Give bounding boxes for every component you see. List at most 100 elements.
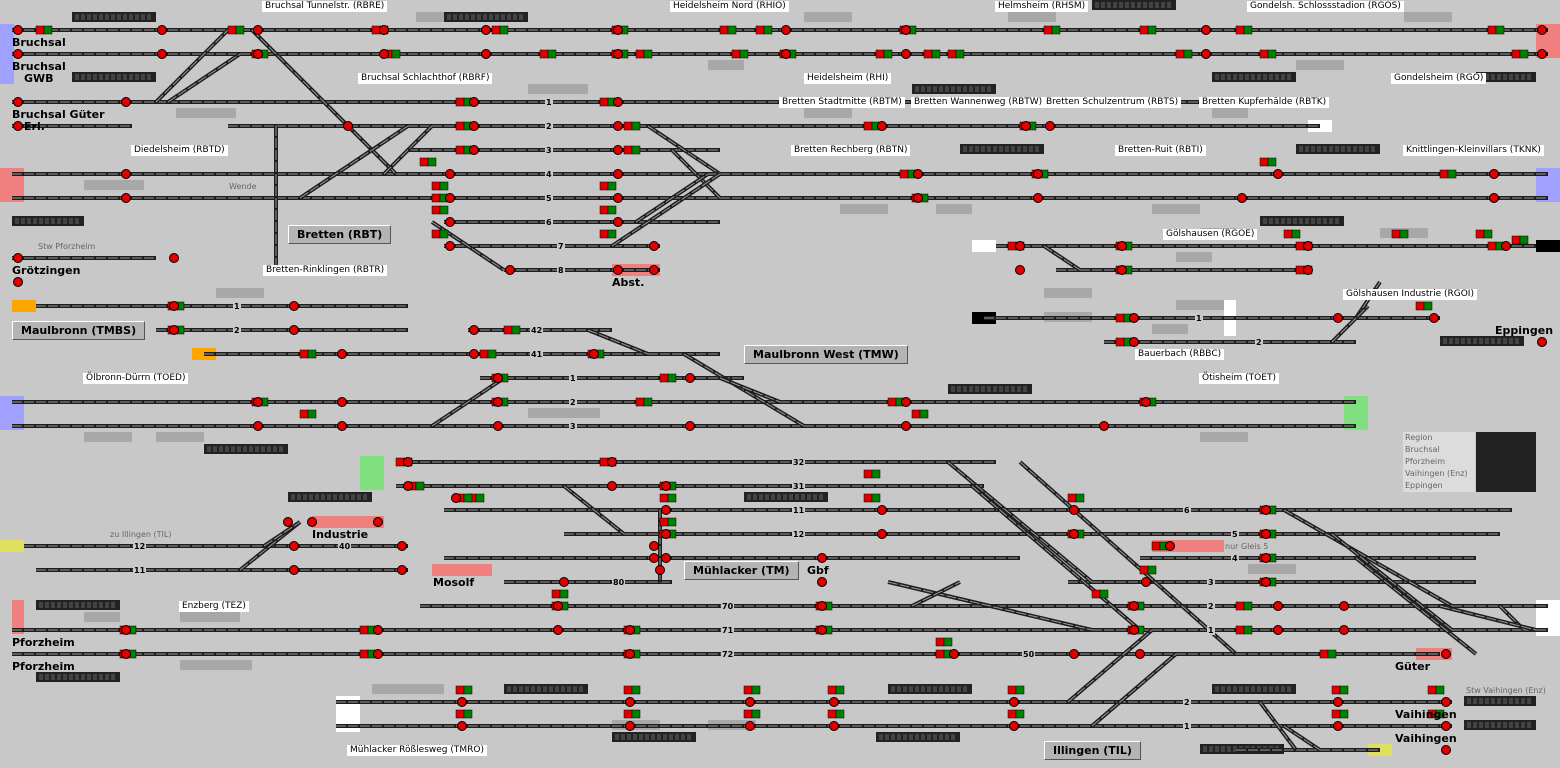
- signal-aspect-green[interactable]: [631, 145, 641, 155]
- main-signal[interactable]: [1441, 721, 1451, 731]
- main-signal[interactable]: [661, 529, 671, 539]
- main-signal[interactable]: [1261, 577, 1271, 587]
- main-signal[interactable]: [1333, 313, 1343, 323]
- signal-aspect-red[interactable]: [635, 49, 645, 59]
- signal-aspect-green[interactable]: [643, 49, 653, 59]
- main-signal[interactable]: [1273, 625, 1283, 635]
- signal-aspect-green[interactable]: [463, 685, 473, 695]
- main-signal[interactable]: [403, 457, 413, 467]
- signal-aspect-red[interactable]: [1235, 25, 1245, 35]
- main-signal[interactable]: [559, 577, 569, 587]
- signal-aspect-red[interactable]: [863, 469, 873, 479]
- main-signal[interactable]: [745, 697, 755, 707]
- main-signal[interactable]: [1033, 193, 1043, 203]
- main-signal[interactable]: [661, 481, 671, 491]
- signal-aspect-red[interactable]: [299, 409, 309, 419]
- main-signal[interactable]: [469, 121, 479, 131]
- signal-aspect-green[interactable]: [1435, 685, 1445, 695]
- main-signal[interactable]: [307, 517, 317, 527]
- signal-aspect-green[interactable]: [1267, 157, 1277, 167]
- signal-aspect-red[interactable]: [887, 397, 897, 407]
- main-signal[interactable]: [1273, 169, 1283, 179]
- signal-aspect-green[interactable]: [631, 709, 641, 719]
- signal-aspect-green[interactable]: [751, 709, 761, 719]
- main-signal[interactable]: [481, 25, 491, 35]
- main-signal[interactable]: [1537, 49, 1547, 59]
- main-signal[interactable]: [469, 97, 479, 107]
- signal-aspect-red[interactable]: [1115, 313, 1125, 323]
- main-signal[interactable]: [607, 457, 617, 467]
- main-signal[interactable]: [1129, 625, 1139, 635]
- main-signal[interactable]: [913, 193, 923, 203]
- main-signal[interactable]: [829, 697, 839, 707]
- signal-aspect-green[interactable]: [307, 349, 317, 359]
- main-signal[interactable]: [901, 49, 911, 59]
- signal-aspect-green[interactable]: [43, 25, 53, 35]
- signal-aspect-green[interactable]: [1147, 565, 1157, 575]
- signal-aspect-red[interactable]: [899, 169, 909, 179]
- signal-aspect-red[interactable]: [1259, 157, 1269, 167]
- region-boundary-bruchsal[interactable]: [0, 24, 14, 84]
- main-signal[interactable]: [373, 649, 383, 659]
- main-signal[interactable]: [661, 553, 671, 563]
- signal-aspect-green[interactable]: [727, 25, 737, 35]
- signal-aspect-red[interactable]: [911, 409, 921, 419]
- signal-aspect-red[interactable]: [491, 25, 501, 35]
- signal-aspect-green[interactable]: [919, 409, 929, 419]
- signal-aspect-red[interactable]: [1283, 229, 1293, 239]
- main-signal[interactable]: [337, 421, 347, 431]
- main-signal[interactable]: [1009, 721, 1019, 731]
- main-signal[interactable]: [901, 421, 911, 431]
- main-signal[interactable]: [1441, 649, 1451, 659]
- signal-aspect-green[interactable]: [475, 493, 485, 503]
- main-signal[interactable]: [613, 97, 623, 107]
- signal-aspect-green[interactable]: [307, 409, 317, 419]
- main-signal[interactable]: [613, 169, 623, 179]
- signal-aspect-red[interactable]: [1295, 241, 1305, 251]
- main-signal[interactable]: [13, 97, 23, 107]
- main-signal[interactable]: [553, 625, 563, 635]
- signal-aspect-red[interactable]: [1175, 49, 1185, 59]
- main-signal[interactable]: [649, 541, 659, 551]
- signal-aspect-green[interactable]: [1519, 235, 1529, 245]
- main-signal[interactable]: [817, 577, 827, 587]
- main-signal[interactable]: [481, 49, 491, 59]
- main-signal[interactable]: [289, 325, 299, 335]
- signal-aspect-green[interactable]: [667, 373, 677, 383]
- main-signal[interactable]: [379, 25, 389, 35]
- main-signal[interactable]: [1015, 241, 1025, 251]
- main-signal[interactable]: [253, 25, 263, 35]
- signal-aspect-red[interactable]: [1427, 685, 1437, 695]
- main-signal[interactable]: [649, 265, 659, 275]
- signal-aspect-green[interactable]: [667, 517, 677, 527]
- signal-aspect-green[interactable]: [1267, 49, 1277, 59]
- signal-aspect-red[interactable]: [1331, 709, 1341, 719]
- main-signal[interactable]: [745, 721, 755, 731]
- main-signal[interactable]: [781, 25, 791, 35]
- main-signal[interactable]: [253, 49, 263, 59]
- signal-aspect-red[interactable]: [935, 649, 945, 659]
- main-signal[interactable]: [877, 505, 887, 515]
- main-signal[interactable]: [625, 625, 635, 635]
- signal-aspect-green[interactable]: [739, 49, 749, 59]
- main-signal[interactable]: [505, 265, 515, 275]
- main-signal[interactable]: [283, 517, 293, 527]
- main-signal[interactable]: [613, 265, 623, 275]
- signal-aspect-red[interactable]: [1511, 235, 1521, 245]
- main-signal[interactable]: [469, 349, 479, 359]
- main-signal[interactable]: [1033, 169, 1043, 179]
- signal-aspect-red[interactable]: [1235, 625, 1245, 635]
- main-signal[interactable]: [1129, 337, 1139, 347]
- main-signal[interactable]: [613, 25, 623, 35]
- main-signal[interactable]: [13, 25, 23, 35]
- main-signal[interactable]: [655, 565, 665, 575]
- signal-aspect-green[interactable]: [415, 481, 425, 491]
- signal-aspect-green[interactable]: [871, 469, 881, 479]
- signal-aspect-green[interactable]: [1327, 649, 1337, 659]
- signal-aspect-red[interactable]: [431, 205, 441, 215]
- main-signal[interactable]: [13, 253, 23, 263]
- signal-aspect-red[interactable]: [359, 649, 369, 659]
- signal-aspect-red[interactable]: [947, 49, 957, 59]
- signal-aspect-red[interactable]: [1007, 709, 1017, 719]
- main-signal[interactable]: [949, 649, 959, 659]
